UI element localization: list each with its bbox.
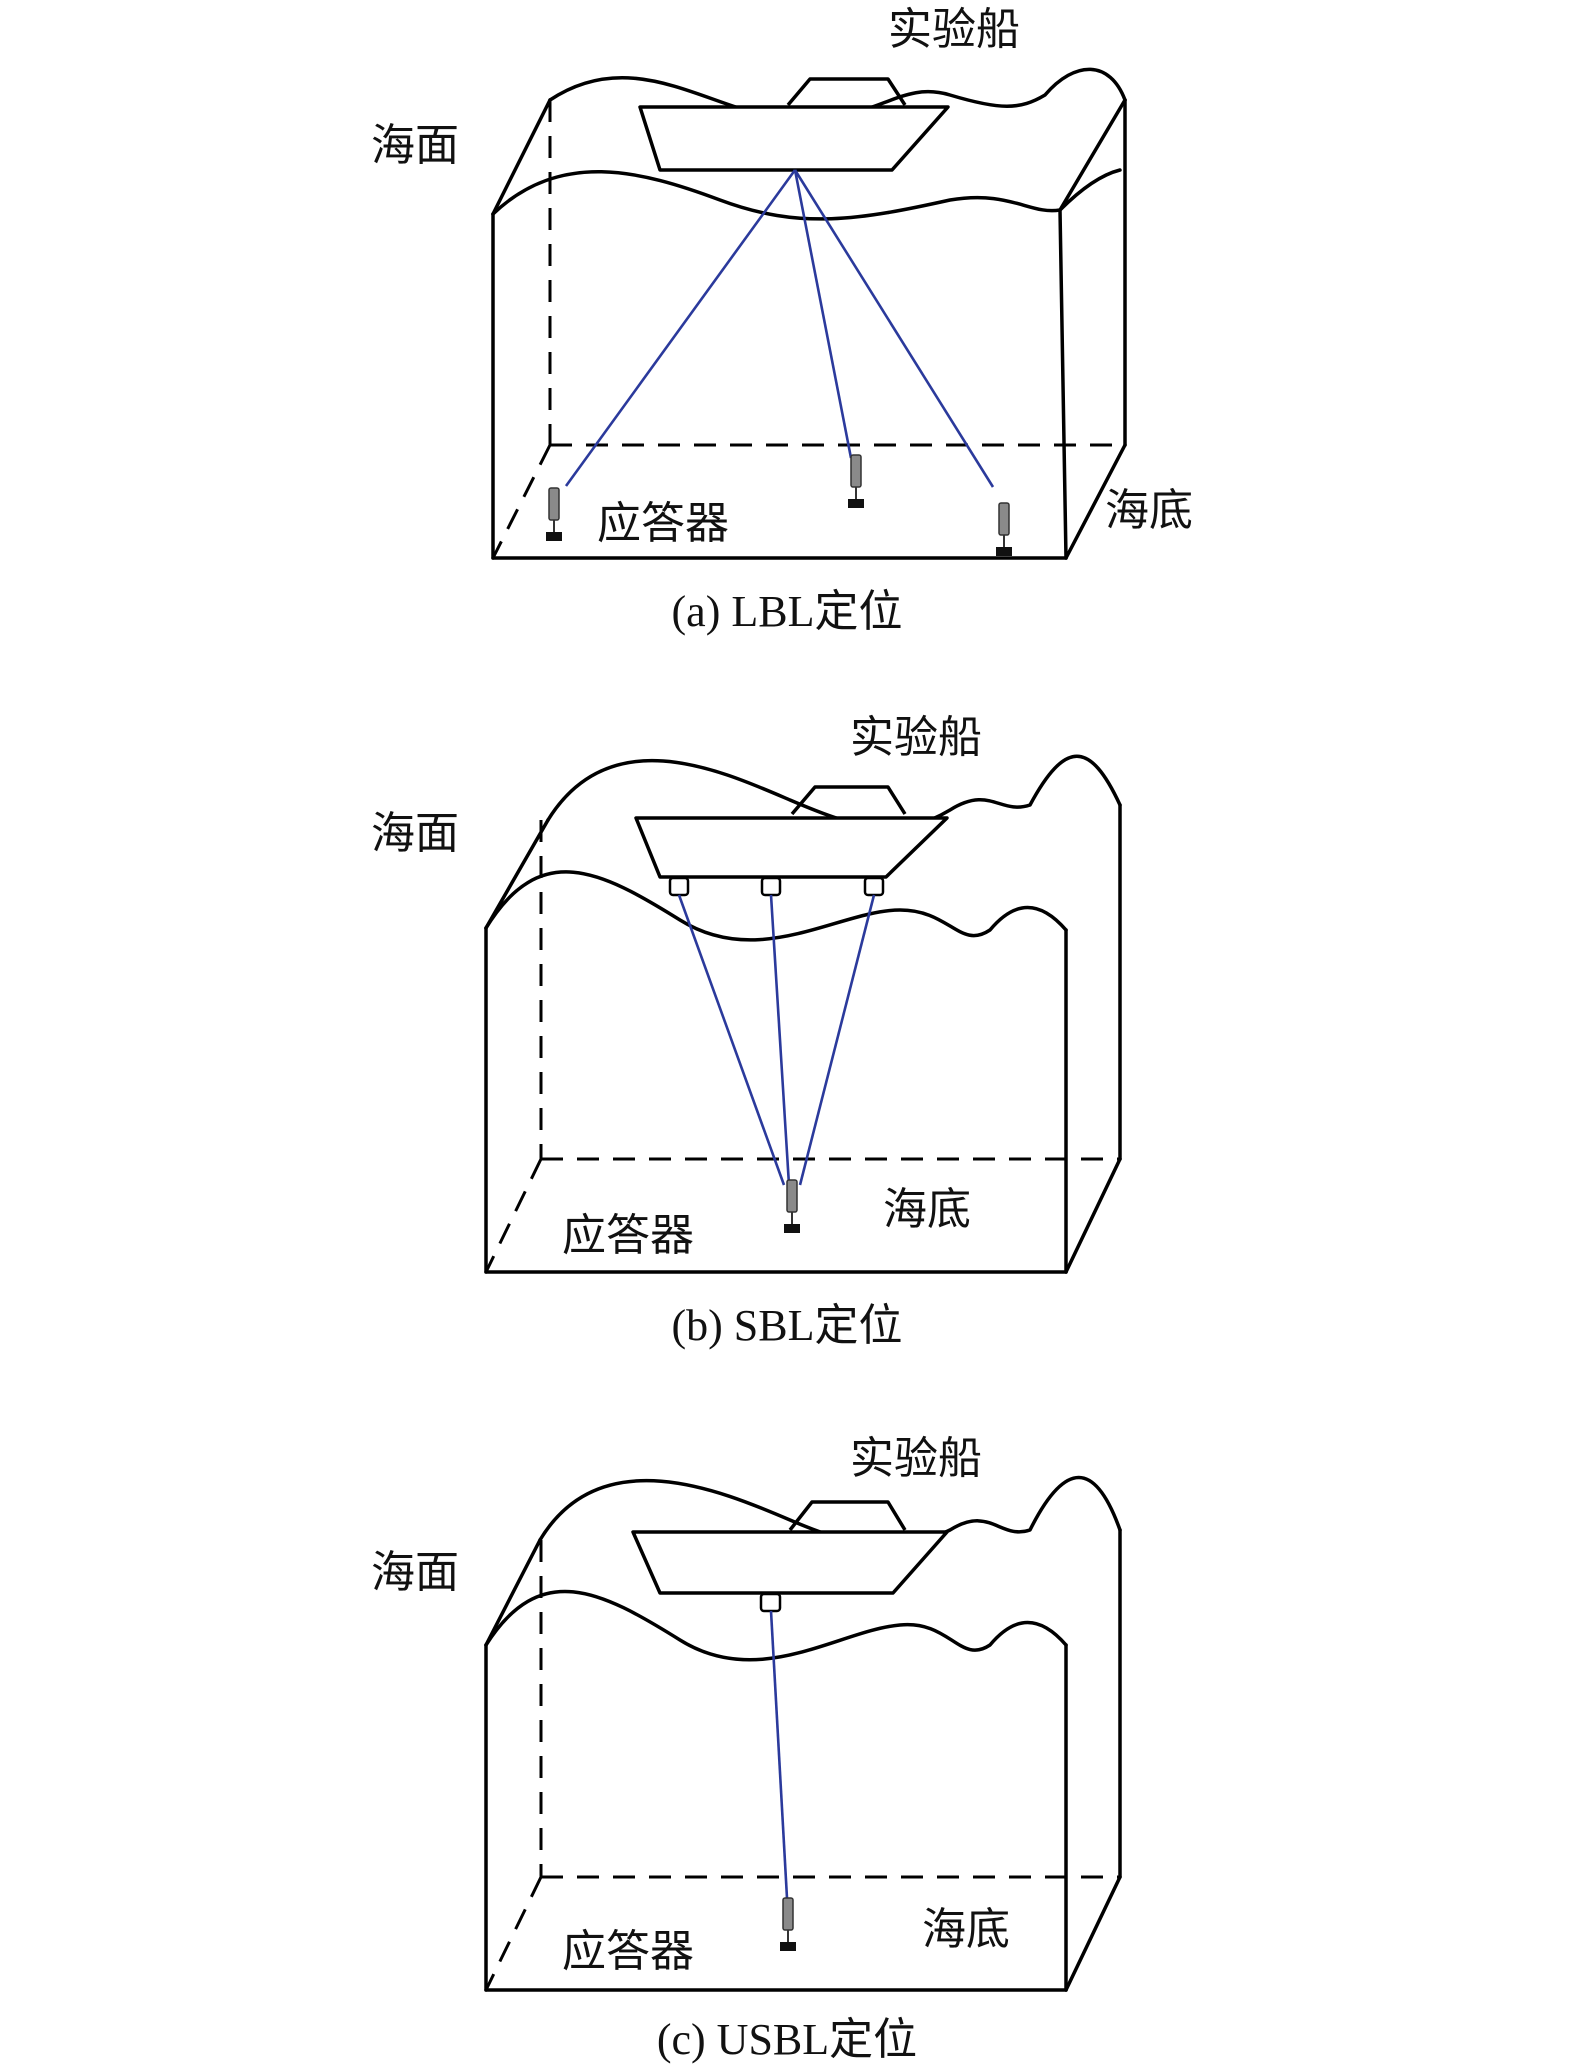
transponder-label: 应答器	[597, 499, 729, 548]
panel-caption: (a) LBL定位	[672, 587, 903, 636]
panel-sbl: 实验船 海面 应答器 海底 (b) SBL定位	[371, 713, 1122, 1350]
panel-usbl: 实验船 海面 应答器 海底 (c) USBL定位	[371, 1434, 1122, 2064]
transponder-icon	[780, 1897, 796, 1951]
beam	[769, 894, 791, 1186]
beam	[564, 169, 797, 487]
transponder-icon	[546, 487, 562, 541]
sea-surface-label: 海面	[371, 1548, 459, 1597]
beam	[769, 1610, 789, 1899]
beam	[677, 894, 786, 1186]
transponder-label: 应答器	[562, 1211, 694, 1260]
ship-hull	[638, 105, 950, 172]
ship-cabin	[786, 77, 907, 107]
ship-label: 实验船	[850, 1434, 982, 1483]
ship-cabin	[790, 785, 907, 816]
beam	[798, 894, 876, 1186]
acoustic-beams	[564, 169, 995, 488]
sea-surface-label: 海面	[371, 121, 459, 170]
transponder-icon	[784, 1179, 800, 1233]
ship-cabin	[788, 1500, 907, 1532]
panel-caption: (b) SBL定位	[672, 1301, 903, 1350]
transponder-icon	[848, 454, 864, 508]
seabed-label: 海底	[922, 1905, 1010, 1954]
ship-hull	[631, 1530, 949, 1595]
sea-surface-front	[484, 870, 1068, 942]
acoustic-beams	[769, 1610, 789, 1899]
seabed-label: 海底	[883, 1185, 971, 1234]
panel-caption: (c) USBL定位	[657, 2015, 917, 2064]
beam	[793, 169, 995, 488]
beam	[793, 169, 853, 459]
sea-surface-back	[548, 67, 1127, 122]
transponder-icon	[996, 502, 1012, 556]
panel-lbl: 实验船 海面 应答器 海底 (a) LBL定位	[371, 5, 1193, 636]
transducer-icon	[863, 876, 885, 897]
transducer-icon	[759, 1592, 782, 1613]
ship-label: 实验船	[850, 713, 982, 762]
transponder-label: 应答器	[562, 1927, 694, 1976]
sea-surface-front	[491, 168, 1122, 221]
acoustic-beams	[677, 894, 876, 1186]
transducer-icon	[668, 876, 690, 897]
sea-surface-front	[484, 1589, 1068, 1662]
ship-label: 实验船	[888, 5, 1020, 54]
sea-surface-label: 海面	[371, 809, 459, 858]
transducer-icon	[760, 876, 782, 897]
ship-hull	[634, 816, 949, 879]
seabed-label: 海底	[1105, 486, 1193, 535]
